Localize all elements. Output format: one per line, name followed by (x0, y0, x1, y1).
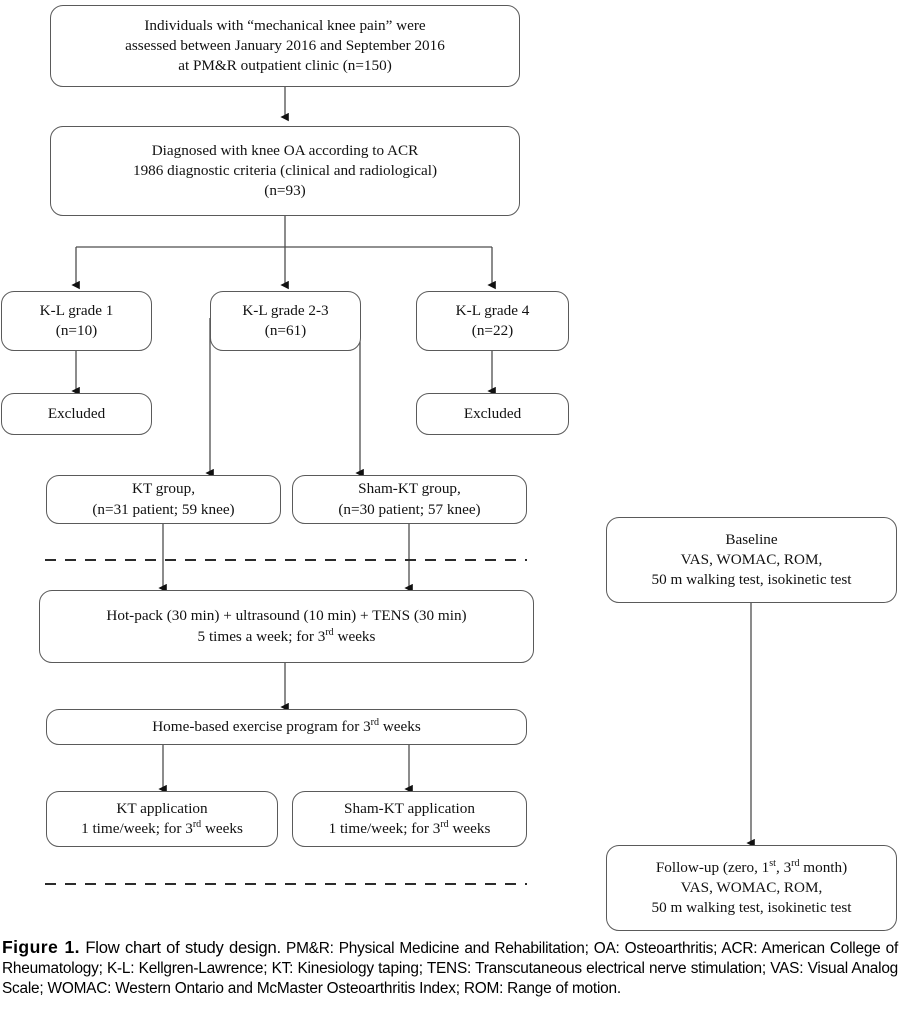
node-followup-assessment: Follow-up (zero, 1st, 3rd month) VAS, WO… (606, 845, 897, 931)
node-baseline-assessment: Baseline VAS, WOMAC, ROM, 50 m walking t… (606, 517, 897, 603)
kl1-line-2: (n=10) (55, 322, 98, 339)
node-diagnosed: Diagnosed with knee OA according to ACR … (50, 126, 520, 216)
kl23-line-1: K-L grade 2-3 (242, 301, 329, 319)
screened-line-3: at PM&R outpatient clinic (n=150) (178, 57, 392, 75)
sham-application-ordinal-suffix: rd (440, 818, 449, 830)
flow-chart: Individuals with “mechanical knee pain” … (1, 5, 897, 931)
node-sham-kt-application: Sham-KT application 1 time/week; for 3rd… (292, 791, 527, 847)
kt-group-line-1: KT group, (132, 480, 195, 498)
node-screened: Individuals with “mechanical knee pain” … (50, 5, 520, 87)
diagnosed-line-2: 1986 diagnostic criteria (clinical and r… (132, 161, 438, 179)
sham-application-line-2b: weeks (448, 820, 491, 837)
physio-ordinal-suffix: rd (325, 626, 334, 638)
followup-line-1mid: , 3 (775, 858, 792, 876)
home-exercise-line-1b: weeks (379, 717, 421, 735)
kl4-line-2: (n=22) (471, 322, 514, 339)
kt-group-line-2: (n=31 patient; 59 knee) (92, 500, 235, 518)
kt-application-line-1: KT application (116, 799, 208, 817)
node-kt-application: KT application 1 time/week; for 3rd week… (46, 791, 278, 847)
diagnosed-line-1: Diagnosed with knee OA according to ACR (151, 141, 419, 159)
node-physiotherapy: Hot-pack (30 min) + ultrasound (10 min) … (39, 590, 534, 663)
physio-line-2a: 5 times a week; for 3 (197, 627, 326, 645)
node-sham-kt-group: Sham-KT group, (n=30 patient; 57 knee) (292, 475, 527, 524)
sham-application-line-2a: 1 time/week; for 3 (328, 820, 441, 837)
kt-application-ordinal-suffix: rd (192, 818, 202, 830)
node-kl-grade-2-3: K-L grade 2-3 (n=61) (210, 291, 361, 351)
followup-line-1b: month) (799, 858, 848, 876)
kt-application-line-2a: 1 time/week; for 3 (81, 820, 193, 837)
baseline-line-3: 50 m walking test, isokinetic test (651, 571, 852, 589)
figure-label: Figure 1. (2, 937, 80, 957)
node-kt-group: KT group, (n=31 patient; 59 knee) (46, 475, 281, 524)
followup-ordinal-suffix-1: st (769, 857, 776, 869)
node-kl-grade-4: K-L grade 4 (n=22) (416, 291, 569, 351)
home-exercise-line-1a: Home-based exercise program for 3 (152, 717, 371, 735)
followup-ordinal-suffix-2: rd (791, 857, 800, 869)
baseline-line-2: VAS, WOMAC, ROM, (680, 550, 823, 568)
figure-title: Flow chart of study design. (85, 938, 281, 957)
diagnosed-line-3: (n=93) (264, 182, 306, 200)
sham-group-line-1: Sham-KT group, (358, 480, 461, 498)
node-excluded-left: Excluded (1, 393, 152, 435)
figure-caption: Figure 1. Flow chart of study design. PM… (0, 936, 900, 999)
node-excluded-right: Excluded (416, 393, 569, 435)
kl4-line-1: K-L grade 4 (455, 301, 530, 319)
physio-line-1: Hot-pack (30 min) + ultrasound (10 min) … (106, 607, 467, 625)
home-exercise-ordinal-suffix: rd (370, 716, 380, 728)
kt-application-line-2b: weeks (201, 820, 243, 837)
flowchart-connectors (45, 87, 755, 886)
node-kl-grade-1: K-L grade 1 (n=10) (1, 291, 152, 351)
followup-line-3: 50 m walking test, isokinetic test (651, 899, 852, 917)
screened-line-1: Individuals with “mechanical knee pain” … (144, 16, 426, 34)
figure-abbreviations: PM&R: Physical Medicine and Rehabilitati… (2, 940, 899, 998)
node-home-exercise: Home-based exercise program for 3rd week… (46, 709, 527, 745)
sham-application-line-1: Sham-KT application (344, 799, 475, 817)
kl23-line-2: (n=61) (264, 322, 307, 339)
sham-group-line-2: (n=30 patient; 57 knee) (338, 500, 481, 518)
excluded-left-label: Excluded (47, 404, 106, 422)
screened-line-2: assessed between January 2016 and Septem… (125, 36, 445, 54)
followup-line-1a: Follow-up (zero, 1 (655, 858, 770, 876)
followup-line-2: VAS, WOMAC, ROM, (680, 878, 823, 896)
kl1-line-1: K-L grade 1 (39, 301, 114, 319)
physio-line-2b: weeks (333, 627, 376, 645)
excluded-right-label: Excluded (463, 404, 522, 422)
baseline-line-1: Baseline (725, 530, 778, 548)
